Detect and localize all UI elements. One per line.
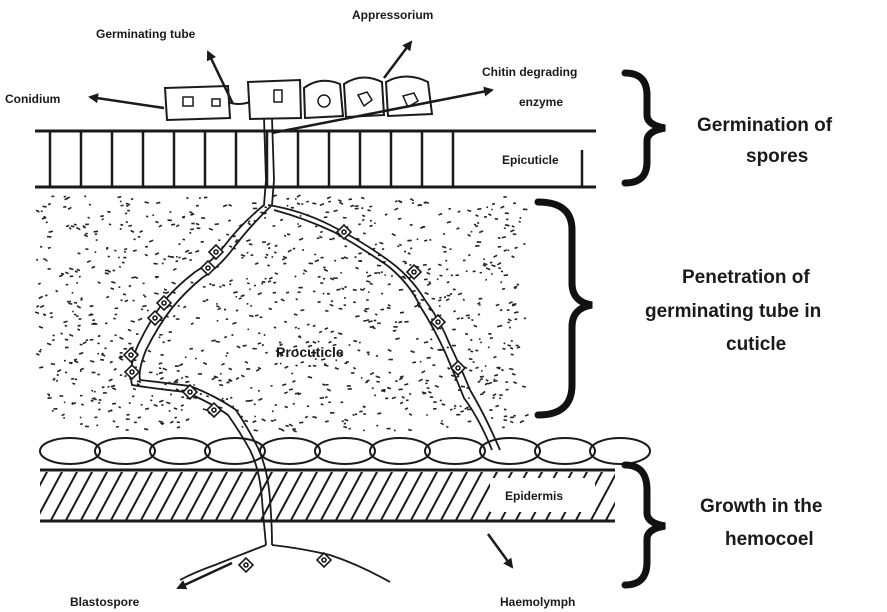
label-epicuticle: Epicuticle (502, 153, 559, 167)
cell-row (40, 438, 650, 464)
stage-growth-line-1: Growth in the (700, 496, 822, 517)
label-germinating-tube: Germinating tube (96, 27, 196, 41)
stage-penetration-line-1: Penetration of (682, 267, 810, 288)
arrow-blastospore (178, 563, 232, 588)
appressorium-cell-1 (304, 81, 343, 118)
label-chitin-enzyme-1: Chitin degrading (482, 65, 577, 79)
brace-germination (625, 73, 665, 183)
epidermis-layer (20, 470, 663, 522)
stage-growth-line-2: hemocoel (725, 529, 814, 550)
label-chitin-enzyme-2: enzyme (519, 95, 563, 109)
label-haemolymph: Haemolymph (500, 595, 575, 609)
brace-growth (625, 465, 665, 585)
arrow-appressorium (384, 42, 411, 78)
brace-penetration (538, 202, 592, 415)
stage-germination-line-2: spores (746, 146, 808, 167)
label-blastospore: Blastospore (70, 595, 140, 609)
label-conidium: Conidium (5, 92, 60, 106)
arrow-conidium (90, 97, 164, 108)
stage-penetration-line-3: cuticle (726, 334, 786, 355)
stage-penetration-line-2: germinating tube in (645, 301, 821, 322)
label-procuticle: Procuticle (276, 344, 344, 360)
arrow-haemolymph (488, 534, 512, 567)
procuticle-layer (35, 194, 529, 432)
spore-cluster (165, 77, 432, 121)
label-epidermis: Epidermis (505, 489, 563, 503)
label-appressorium: Appressorium (352, 8, 433, 22)
stage-germination-line-1: Germination of (697, 115, 833, 136)
